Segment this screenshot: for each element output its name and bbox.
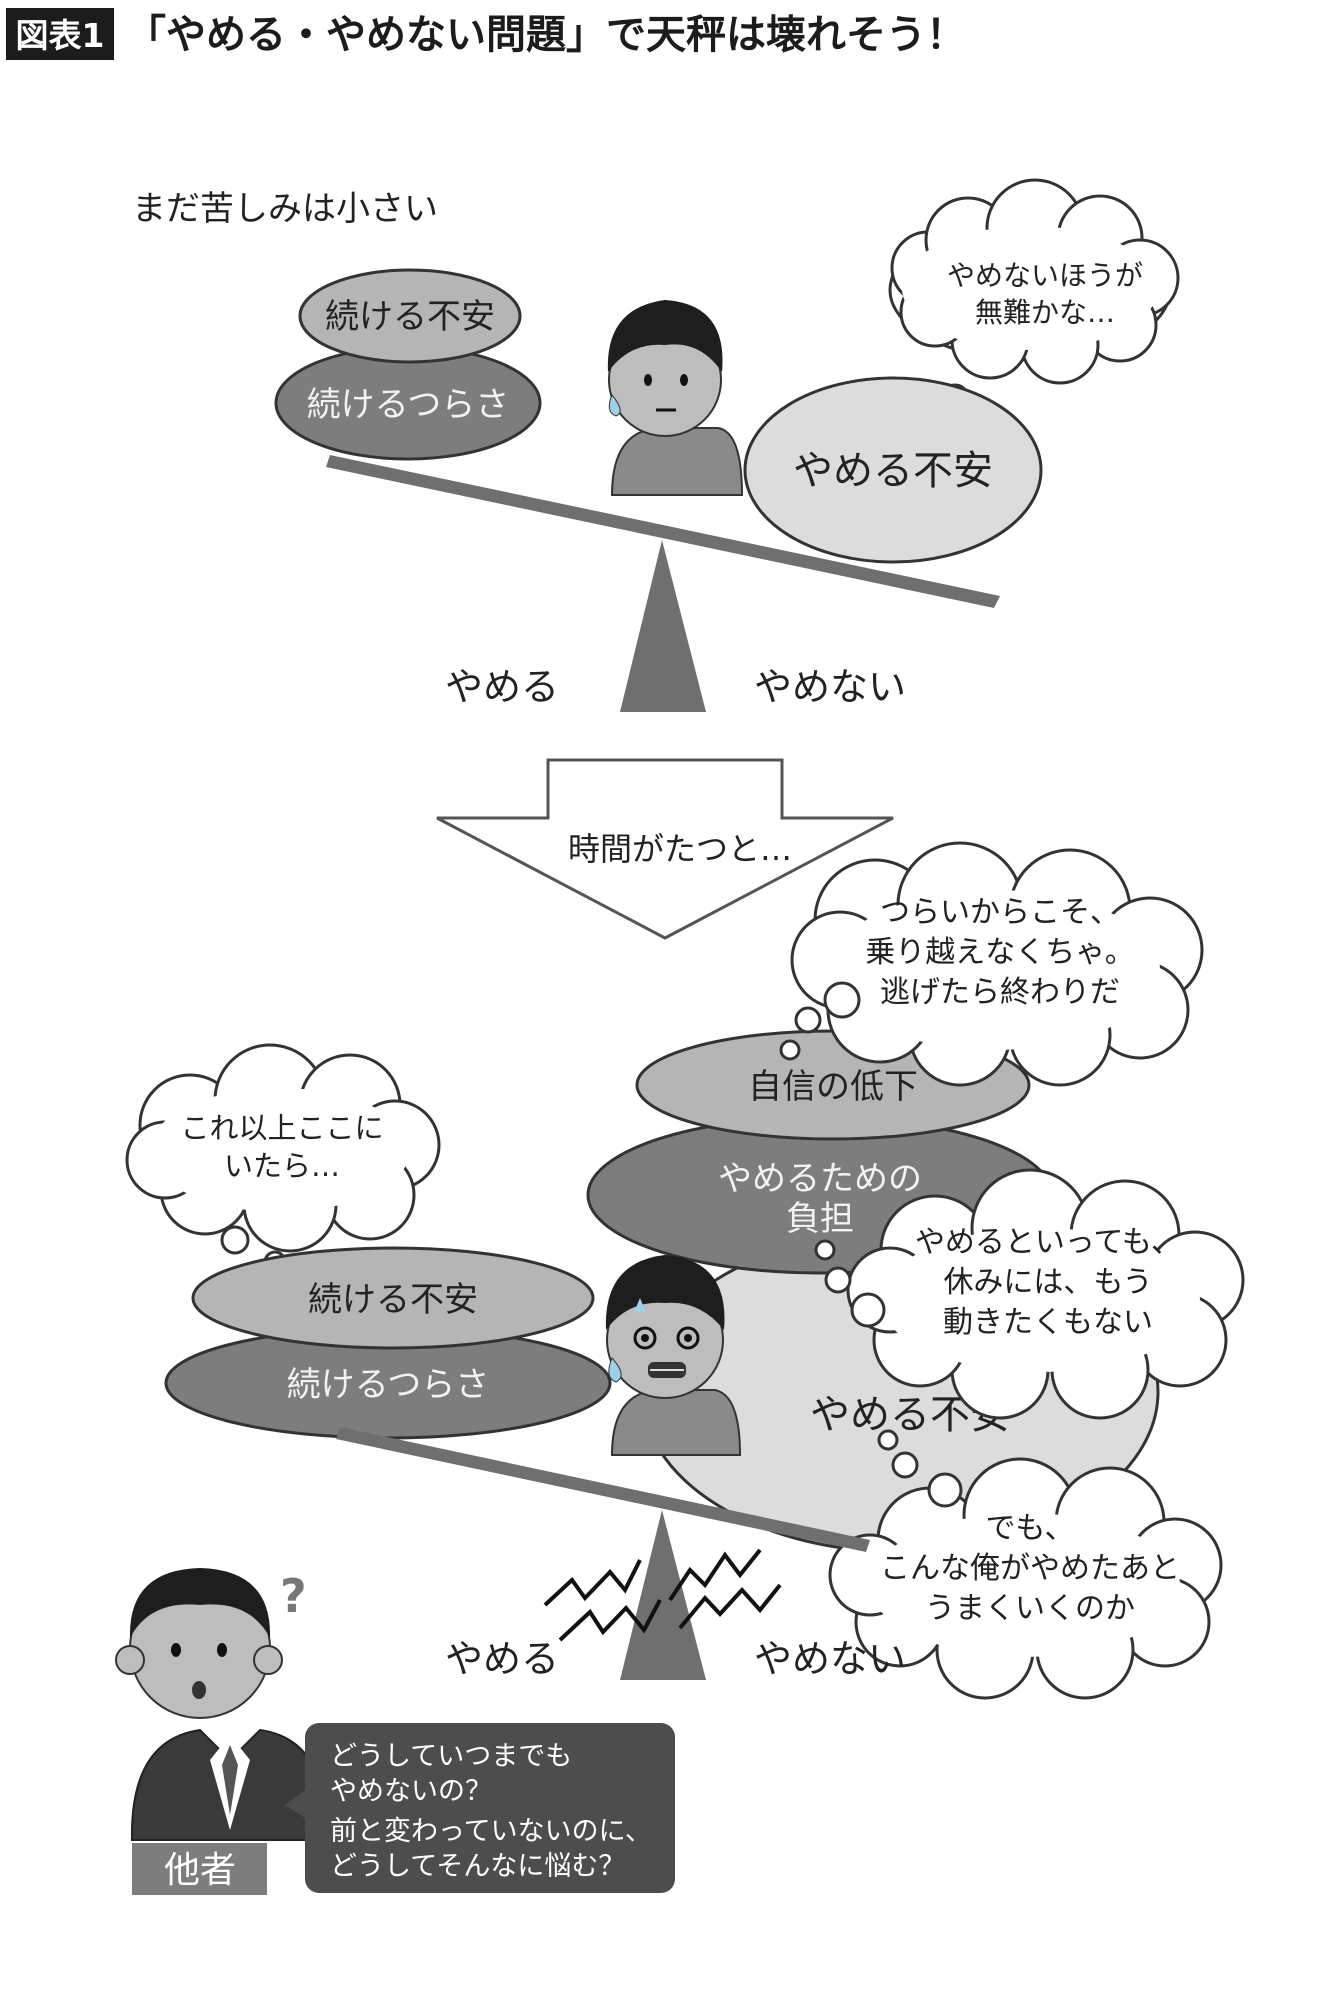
figure-label-box bbox=[6, 8, 114, 60]
speech-line-2: やめないの？ bbox=[330, 1776, 492, 1807]
thought-bottom-top-line-2: 乗り越えなくちゃ。 bbox=[865, 935, 1134, 970]
beam-bottom bbox=[336, 1427, 870, 1552]
oval-quit-burden-line-2: 負担 bbox=[786, 1199, 854, 1239]
thought-cloud-bottom-right bbox=[814, 1168, 1245, 1420]
boy-distressed-bottom bbox=[605, 1255, 742, 1456]
oval-continue-anxiety-top-label: 続ける不安 bbox=[325, 297, 495, 337]
businessman-avatar bbox=[115, 1568, 327, 1841]
speech-line-1: どうしていつまでも bbox=[330, 1741, 572, 1772]
oval-continue-anxiety-top bbox=[298, 268, 522, 364]
other-person-tag-box bbox=[132, 1843, 267, 1895]
oval-quit-burden-line-1: やめるための bbox=[718, 1159, 922, 1199]
label-stay-bottom: やめない bbox=[754, 1637, 906, 1681]
fulcrum-top bbox=[620, 540, 706, 712]
oval-continue-pain-bottom-label: 続けるつらさ bbox=[287, 1365, 490, 1405]
page-title: 「やめる・やめない問題」で天秤は壊れそう！ bbox=[126, 12, 966, 58]
speech-bubble bbox=[285, 1723, 675, 1893]
thought-bottom-right-line-3: 動きたくもない bbox=[943, 1305, 1153, 1340]
thought-bottom-top-line-1: つらいからこそ、 bbox=[880, 895, 1120, 930]
thought-cloud-top bbox=[888, 178, 1180, 424]
boy-worried-top bbox=[607, 300, 744, 496]
caption-top: まだ苦しみは小さい bbox=[132, 189, 438, 229]
thought-bottom-low-line-2: こんな俺がやめたあと bbox=[880, 1551, 1180, 1586]
thought-cloud-bottom-low bbox=[828, 1429, 1223, 1700]
time-arrow bbox=[436, 758, 894, 940]
crack-icon-right-2 bbox=[678, 1583, 782, 1630]
thought-bottom-right-line-2: 休みには、もう bbox=[943, 1265, 1152, 1300]
thought-top-line-1: やめないほうが bbox=[947, 259, 1143, 292]
crack-icon-left bbox=[543, 1559, 642, 1607]
label-quit-top: やめる bbox=[445, 665, 559, 709]
beam-top bbox=[326, 455, 1000, 608]
figure-label: 図表1 bbox=[16, 16, 105, 55]
oval-continue-anxiety-bottom bbox=[191, 1246, 595, 1350]
question-mark-icon: ? bbox=[280, 1569, 307, 1623]
thought-bottom-right-line-1: やめるといっても、 bbox=[915, 1225, 1181, 1260]
thought-bottom-low-line-1: でも、 bbox=[985, 1511, 1074, 1546]
thought-top-line-2: 無難かな… bbox=[975, 296, 1115, 329]
thought-bottom-top-line-3: 逃げたら終わりだ bbox=[880, 975, 1120, 1010]
thought-bottom-left-line-1: これ以上ここに bbox=[180, 1111, 383, 1145]
oval-continue-pain-top-label: 続けるつらさ bbox=[307, 385, 510, 425]
oval-quit-anxiety-top-label: やめる不安 bbox=[793, 448, 993, 494]
thought-bottom-left-line-2: いたら… bbox=[224, 1149, 340, 1183]
thought-bottom-low-line-3: うまくいくのか bbox=[925, 1591, 1135, 1626]
label-quit-bottom: やめる bbox=[445, 1637, 559, 1681]
time-arrow-label: 時間がたつと… bbox=[568, 830, 792, 868]
oval-quit-anxiety-top bbox=[743, 376, 1043, 564]
speech-line-3: 前と変わっていないのに、 bbox=[330, 1816, 652, 1847]
oval-confidence-drop-label: 自信の低下 bbox=[748, 1067, 918, 1107]
oval-continue-anxiety-bottom-label: 続ける不安 bbox=[308, 1280, 478, 1320]
label-stay-top: やめない bbox=[754, 665, 906, 709]
thought-cloud-bottom-top bbox=[779, 841, 1204, 1087]
fulcrum-bottom bbox=[620, 1510, 706, 1680]
crack-icon-left-2 bbox=[558, 1599, 662, 1642]
crack-icon-right bbox=[668, 1548, 762, 1602]
other-person-tag: 他者 bbox=[164, 1850, 236, 1891]
speech-line-4: どうしてそんなに悩む？ bbox=[330, 1851, 625, 1882]
